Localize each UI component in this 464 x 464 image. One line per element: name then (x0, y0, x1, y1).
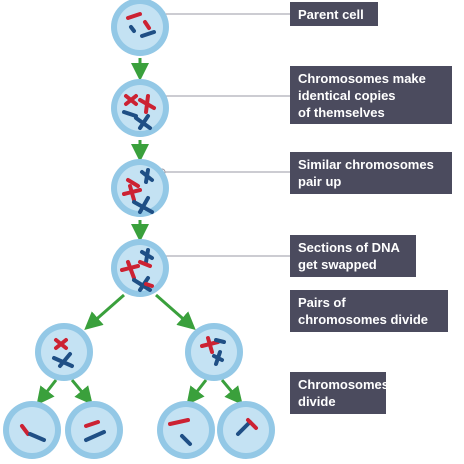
arrow-lr (70, 379, 93, 405)
label-chromosomes-divide: Chromosomes divide (290, 372, 389, 414)
cell-parent (111, 0, 169, 56)
label-chromosomes-copy: Chromosomes make identical copies of the… (290, 66, 452, 124)
arrow-split-left (84, 293, 125, 330)
label-dna-swap: Sections of DNA get swapped (290, 235, 416, 277)
cell-daughter-left (35, 323, 93, 381)
cell-granddaughter-2 (65, 401, 123, 459)
arrow-split-right (155, 293, 196, 330)
arrow-rr (220, 379, 243, 405)
label-parent-cell: Parent cell (290, 2, 378, 26)
cell-granddaughter-4 (217, 401, 275, 459)
label-pairs-divide: Pairs of chromosomes divide (290, 290, 448, 332)
cell-granddaughter-3 (157, 401, 215, 459)
cell-pair (111, 159, 169, 217)
arrow-ll (36, 379, 58, 406)
arrows (36, 58, 243, 406)
label-pair-up: Similar chromosomes pair up (290, 152, 452, 194)
cell-granddaughter-1 (3, 401, 61, 459)
connector-lines (158, 10, 290, 260)
cell-daughter-right (185, 323, 243, 381)
cell-copy (111, 79, 169, 137)
arrow-rl (186, 379, 208, 406)
cell-swap (111, 239, 169, 297)
